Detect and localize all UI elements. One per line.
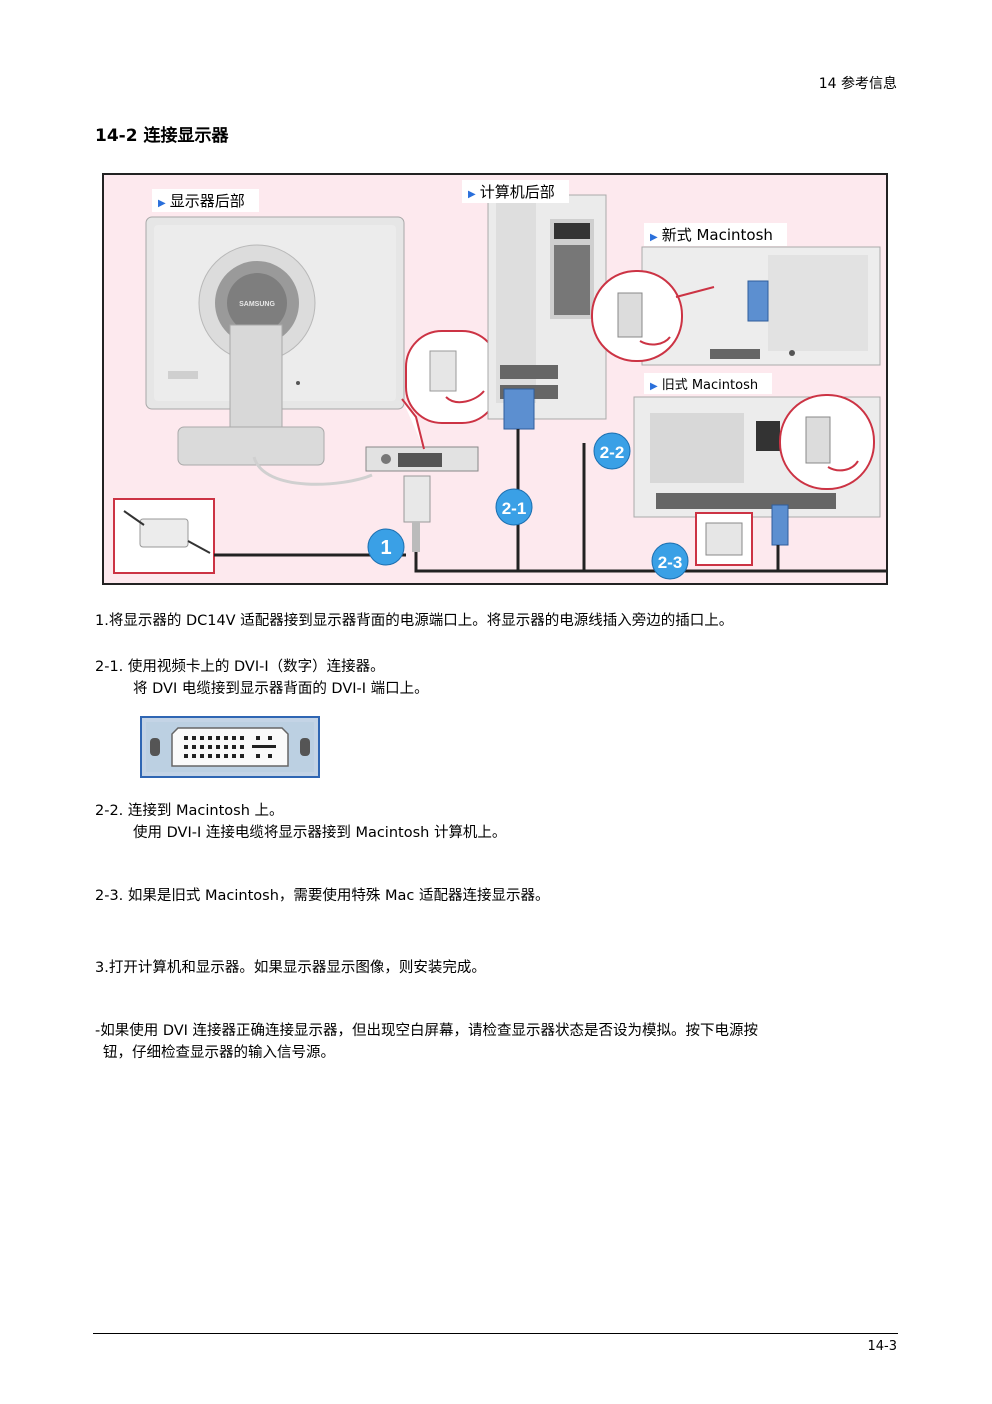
step-2-2-text: 2-2. 连接到 Macintosh 上。 <box>95 803 284 819</box>
chapter-header: 14 参考信息 <box>818 76 897 92</box>
step-badge-2-1: 2-1 <box>495 488 533 526</box>
step-2-3-text: 2-3. 如果是旧式 Macintosh，需要使用特殊 Mac 适配器连接显示器… <box>95 888 550 904</box>
connection-illustration: 1 2-1 2-2 2-3 SAMSUNG <box>113 194 886 580</box>
label-computer-back: ▶计算机后部 <box>462 180 569 203</box>
svg-text:1: 1 <box>380 537 391 559</box>
step-badge-1: 1 <box>367 528 405 566</box>
monitor-port-panel <box>365 446 886 573</box>
label-monitor-back: ▶显示器后部 <box>152 189 259 212</box>
arrow-icon: ▶ <box>650 232 658 243</box>
monitor-illustration <box>145 216 405 486</box>
page-number: 14-3 <box>867 1339 897 1354</box>
pc-tower-illustration <box>487 194 607 571</box>
arrow-icon: ▶ <box>650 381 658 392</box>
connection-diagram: 1 2-1 2-2 2-3 SAMSUNG ▶显示器后部 ▶计算机后部 ▶新式 … <box>102 173 888 585</box>
arrow-icon: ▶ <box>468 189 476 200</box>
label-new-mac: ▶新式 Macintosh <box>644 223 787 246</box>
section-title: 14-2 连接显示器 <box>95 126 229 146</box>
svg-text:2-2: 2-2 <box>600 443 625 462</box>
step-badge-2-3: 2-3 <box>651 542 689 580</box>
monitor-brand-text: SAMSUNG <box>239 301 275 308</box>
step-2-2-detail: 使用 DVI-I 连接电缆将显示器接到 Macintosh 计算机上。 <box>133 825 507 841</box>
new-mac-illustration <box>591 246 881 366</box>
footer-divider <box>93 1333 898 1334</box>
old-mac-zoom-callout <box>779 394 875 490</box>
power-adapter-inset <box>113 498 406 574</box>
arrow-icon: ▶ <box>158 198 166 209</box>
new-mac-zoom-callout <box>591 270 715 362</box>
mac-adapter-inset <box>695 512 753 566</box>
step-3-text: 3.打开计算机和显示器。如果显示器显示图像，则安装完成。 <box>95 960 486 976</box>
label-old-mac: ▶旧式 Macintosh <box>644 373 773 394</box>
old-mac-illustration <box>582 394 881 571</box>
step-2-1-detail: 将 DVI 电缆接到显示器背面的 DVI-I 端口上。 <box>133 681 429 697</box>
dvi-connector-image <box>140 716 320 778</box>
step-2-1-text: 2-1. 使用视频卡上的 DVI-I（数字）连接器。 <box>95 659 385 675</box>
svg-text:2-1: 2-1 <box>502 499 527 518</box>
step-1-text: 1.将显示器的 DC14V 适配器接到显示器背面的电源端口上。将显示器的电源线插… <box>95 613 734 629</box>
svg-text:2-3: 2-3 <box>658 553 683 572</box>
note-text: -如果使用 DVI 连接器正确连接显示器，但出现空白屏幕，请检查显示器状态是否设… <box>95 1023 759 1039</box>
step-badge-2-2: 2-2 <box>593 432 631 470</box>
dvi-zoom-callout <box>401 330 499 450</box>
note-text-cont: 钮，仔细检查显示器的输入信号源。 <box>103 1045 335 1061</box>
